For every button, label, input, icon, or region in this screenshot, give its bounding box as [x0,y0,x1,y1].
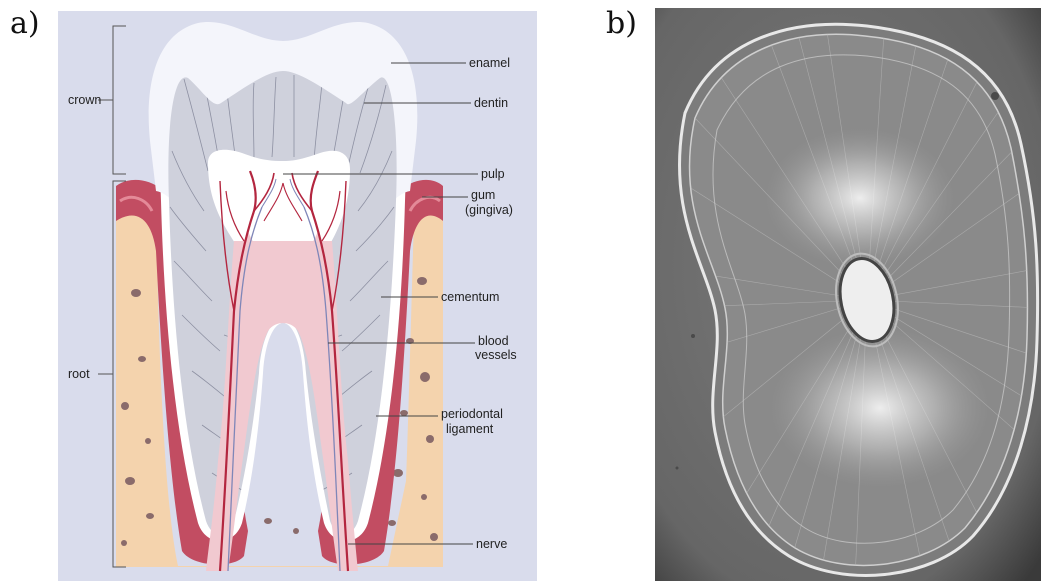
label-gum: gum [471,188,495,202]
upper-bright-region [765,128,955,268]
label-vessels: vessels [475,348,517,362]
label-periodontal: periodontal [441,407,503,421]
panel-b-label: b) [606,6,637,41]
label-blood: blood [478,334,509,348]
root-label: root [68,367,90,381]
micrograph-svg [655,8,1041,581]
label-cementum: cementum [441,290,499,304]
label-gingiva: (gingiva) [465,203,513,217]
tooth-diagram-svg: crown root enamel dentin pulp gum (gingi… [58,11,537,581]
lower-bright-region [770,328,990,488]
label-dentin: dentin [474,96,508,110]
crown-label: crown [68,93,101,107]
label-enamel: enamel [469,56,510,70]
panel-a-label: a) [10,6,40,41]
tooth-cross-section-micrograph [655,8,1041,581]
label-nerve: nerve [476,537,507,551]
label-pulp: pulp [481,167,505,181]
label-ligament: ligament [446,422,494,436]
tooth-anatomy-diagram: crown root enamel dentin pulp gum (gingi… [58,11,537,581]
